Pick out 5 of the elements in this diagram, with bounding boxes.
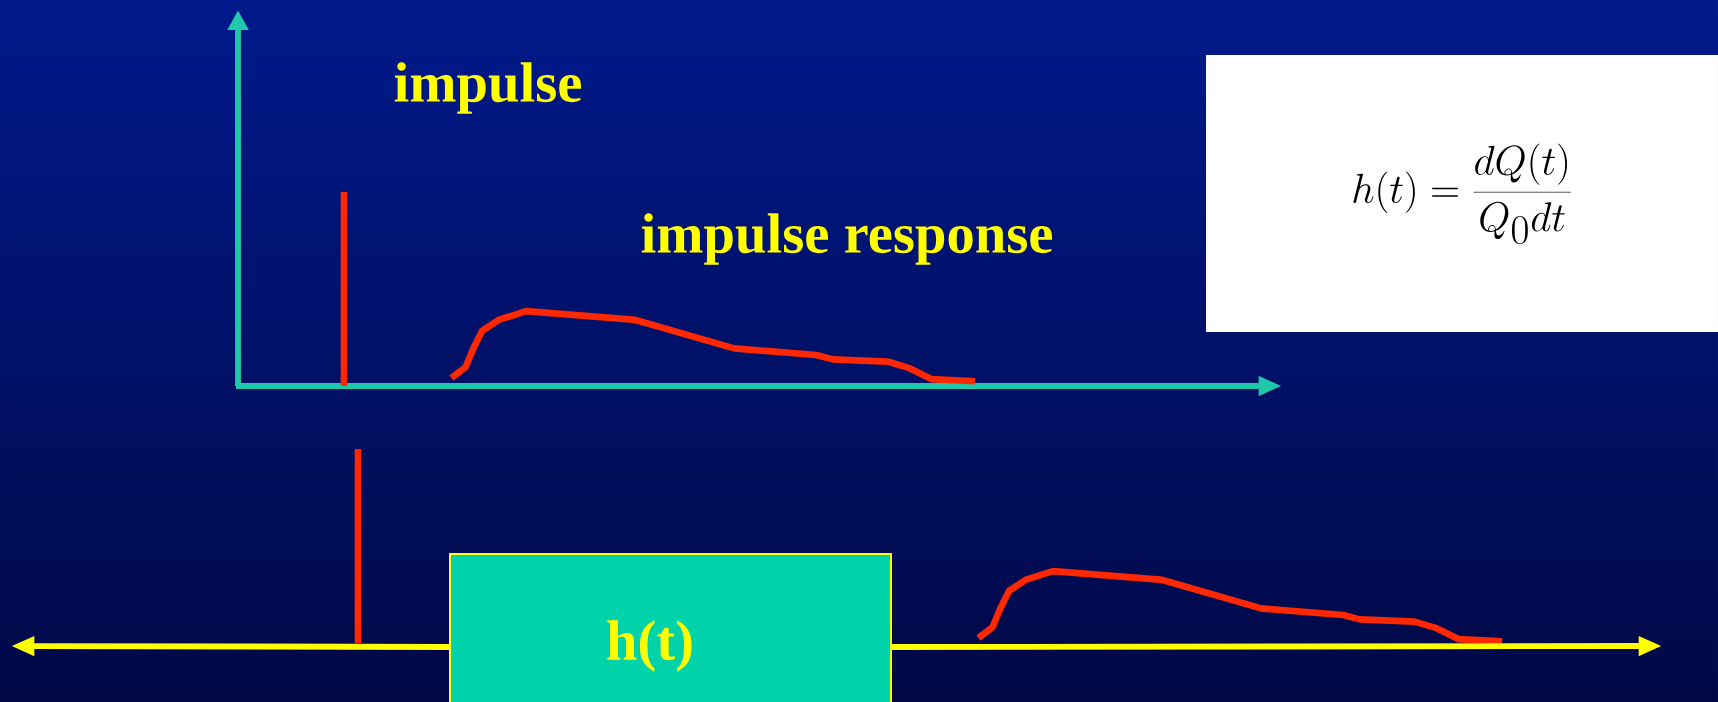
formula-box: $h(t) = \frac{dQ(t)}{Q_0 dt}$: [1206, 55, 1718, 332]
axis-label: impulse response: [641, 213, 1052, 265]
system-box: [449, 553, 892, 702]
axis-label: impulse: [394, 62, 581, 114]
box-label: h(t): [607, 620, 692, 672]
